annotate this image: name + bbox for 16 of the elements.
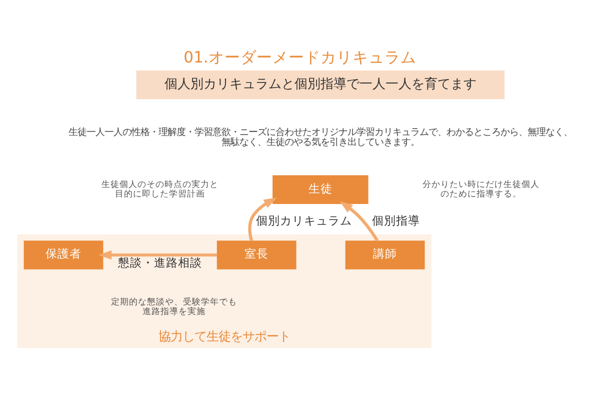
arrow — [248, 197, 278, 241]
edge-label: 個別指導 — [372, 213, 420, 228]
label: 定期的な懇談や、受験学年でも進路指導を実施 — [111, 297, 238, 317]
arrow — [340, 200, 379, 241]
label: 分かりたい時にだけ生徒個人のために指導する。 — [422, 180, 540, 199]
edge-label: 個別カリキュラム — [256, 213, 352, 228]
node-box: 保護者 — [24, 240, 104, 269]
label: 生徒個人のその時点の実力と目的に即した学習計画 — [102, 180, 219, 199]
node-box: 講師 — [345, 240, 425, 269]
edge-label: 懇談・進路相談 — [118, 255, 202, 270]
node-box: 室長 — [216, 240, 296, 269]
label: 個人別カリキュラムと個別指導で一人一人を育てます — [164, 76, 476, 92]
diagram-title: 01.オーダーメードカリキュラム — [184, 48, 416, 66]
node-box: 生徒 — [272, 174, 368, 204]
arrow — [98, 250, 218, 260]
label: 生徒一人一人の性格・理解度・学習意欲・ニーズに合わせたオリジナル学習カリキュラムで、わかるところから、無理なく、無駄なく、生徒のやる気を引き出していきます。 — [68, 126, 572, 148]
